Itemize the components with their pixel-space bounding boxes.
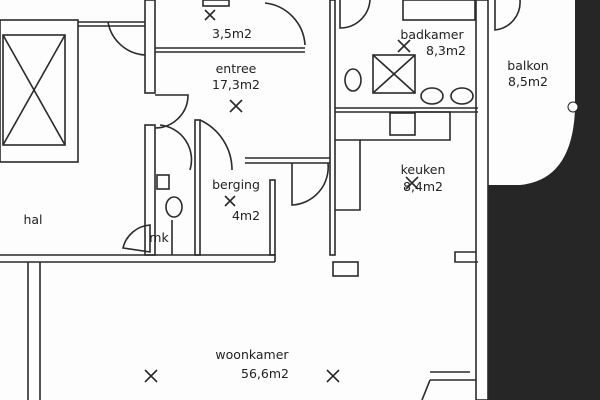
room-area-entree: 17,3m2 bbox=[212, 77, 260, 92]
wall bbox=[144, 0, 156, 94]
room-name-entree: entree bbox=[215, 61, 257, 76]
balcony-post bbox=[567, 101, 579, 113]
room-name-hal: hal bbox=[23, 212, 43, 227]
elevator-shaft bbox=[0, 19, 79, 163]
exterior-ground bbox=[488, 0, 600, 400]
room-name-berging: berging bbox=[212, 177, 260, 192]
wall bbox=[329, 0, 336, 256]
room-name-woonkamer: woonkamer bbox=[215, 347, 289, 362]
room-name-keuken: keuken bbox=[400, 162, 446, 177]
ceiling-light-marks bbox=[144, 9, 419, 383]
room-area-woonkamer: 56,6m2 bbox=[241, 366, 289, 381]
room-area-badkamer: 8,3m2 bbox=[425, 43, 467, 58]
room-area-berging: 4m2 bbox=[231, 208, 261, 223]
room-area-balkon: 8,5m2 bbox=[507, 74, 549, 89]
room-name-badkamer: badkamer bbox=[400, 27, 464, 42]
wall bbox=[269, 179, 276, 256]
room-area-toilet: 3,5m2 bbox=[211, 26, 253, 41]
room-name-mk: mk bbox=[149, 230, 169, 245]
door-swing bbox=[264, 2, 306, 46]
door-swing bbox=[154, 94, 189, 129]
room-area-keuken: 8,4m2 bbox=[402, 179, 444, 194]
room-name-balkon: balkon bbox=[507, 58, 549, 73]
door-swing bbox=[107, 21, 146, 56]
exterior-wall bbox=[475, 0, 489, 400]
wall bbox=[194, 119, 201, 256]
